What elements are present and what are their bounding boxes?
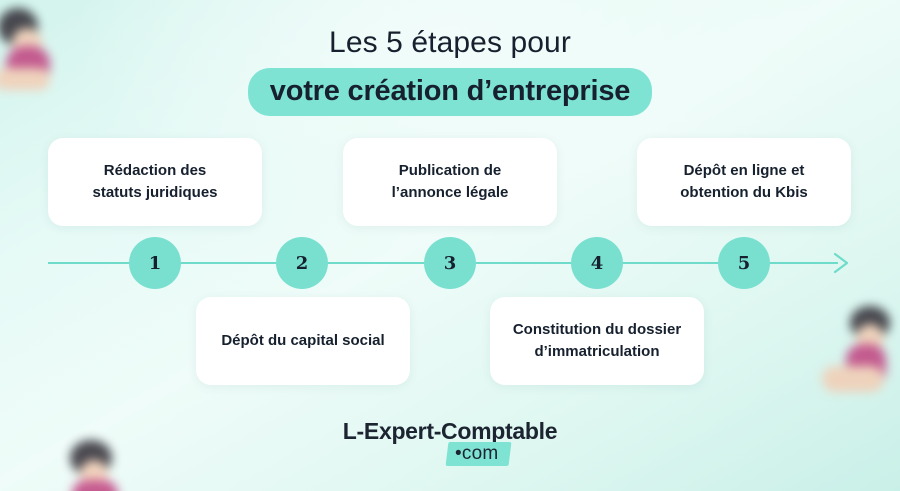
step-node-2-number: 2 bbox=[295, 252, 309, 274]
title-line-2-wrapper: votre création d’entreprise bbox=[247, 68, 653, 116]
step-card-2: Dépôt du capital social bbox=[196, 297, 410, 385]
step-node-1-number: 1 bbox=[148, 252, 162, 274]
step-node-2: 2 bbox=[276, 237, 328, 289]
step-node-5: 5 bbox=[718, 237, 770, 289]
brand-logo-inner: L-Expert-Comptable •com bbox=[342, 418, 558, 466]
person-shirt bbox=[846, 344, 886, 388]
step-node-4: 4 bbox=[571, 237, 623, 289]
page-title: Les 5 étapes pour votre création d’entre… bbox=[0, 24, 900, 116]
person-hair bbox=[70, 440, 112, 476]
timeline: 1 2 3 4 5 bbox=[0, 237, 900, 289]
brand-logo-name: L-Expert-Comptable bbox=[342, 418, 558, 444]
decorative-person-bottom-right bbox=[816, 300, 894, 400]
brand-logo-com-text: •com bbox=[454, 443, 499, 464]
step-node-1: 1 bbox=[129, 237, 181, 289]
person-legs bbox=[822, 366, 884, 392]
person-face bbox=[856, 324, 884, 352]
title-highlight-pill: votre création d’entreprise bbox=[247, 68, 653, 116]
person-shirt bbox=[72, 480, 118, 491]
arrow-right-icon bbox=[832, 251, 854, 275]
person-face bbox=[80, 460, 108, 488]
step-node-3: 3 bbox=[424, 237, 476, 289]
title-line-1: Les 5 étapes pour bbox=[329, 26, 571, 59]
step-card-2-label: Dépôt du capital social bbox=[221, 332, 385, 349]
person-hair bbox=[850, 306, 890, 340]
step-node-4-number: 4 bbox=[590, 252, 604, 274]
brand-logo: L-Expert-Comptable •com bbox=[0, 418, 900, 466]
step-node-5-number: 5 bbox=[737, 252, 751, 274]
step-node-3-number: 3 bbox=[443, 252, 457, 274]
brand-logo-com-highlight: •com bbox=[445, 442, 512, 466]
